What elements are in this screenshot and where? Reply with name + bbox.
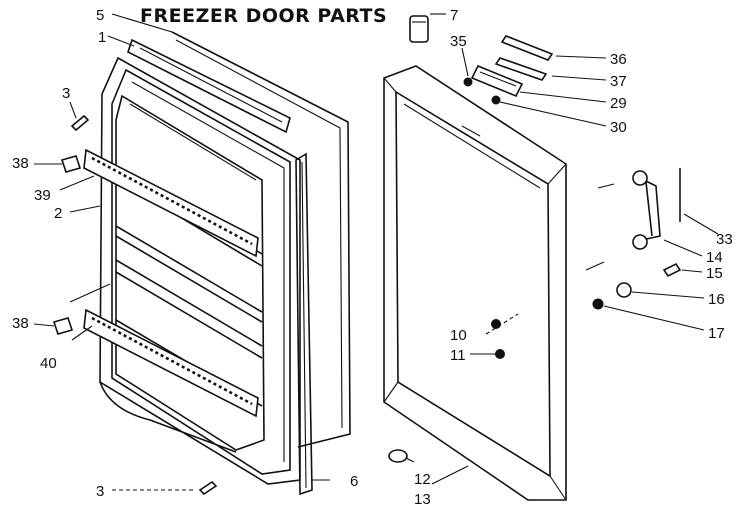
callout-7: 7 — [450, 7, 458, 24]
callout-16: 16 — [708, 291, 725, 308]
clip-part-38-upper — [60, 155, 82, 173]
strip-part-37 — [494, 57, 548, 81]
cap-part-7 — [409, 15, 429, 43]
callout-38-lower: 38 — [12, 315, 29, 332]
callout-5: 5 — [96, 7, 104, 24]
callout-30: 30 — [610, 119, 627, 136]
callout-35: 35 — [450, 33, 467, 50]
callout-17: 17 — [708, 325, 725, 342]
callout-39: 39 — [34, 187, 51, 204]
screw-part-3-upper — [70, 114, 90, 132]
bushing-part-16 — [616, 282, 632, 298]
callout-29: 29 — [610, 95, 627, 112]
callout-14: 14 — [706, 249, 723, 266]
outer-door-frame — [383, 65, 567, 501]
callout-37: 37 — [610, 73, 627, 90]
callout-1: 1 — [98, 29, 106, 46]
callout-33: 33 — [716, 231, 733, 248]
washer-part-17 — [592, 298, 604, 310]
screw-part-11 — [495, 349, 505, 359]
diagram-title: FREEZER DOOR PARTS — [140, 5, 387, 27]
callout-6: 6 — [350, 473, 358, 490]
screw-part-10 — [491, 319, 501, 329]
callout-13: 13 — [414, 491, 431, 508]
callout-2: 2 — [54, 205, 62, 222]
callout-40: 40 — [40, 355, 57, 372]
foot-part-12 — [388, 449, 408, 463]
clip-part-15 — [662, 262, 682, 278]
callout-11: 11 — [450, 347, 466, 364]
clip-part-38-lower — [52, 317, 74, 335]
callout-36: 36 — [610, 51, 627, 68]
leader-lines — [33, 13, 719, 491]
callout-10: 10 — [450, 327, 467, 344]
screw-part-35 — [463, 77, 473, 87]
callout-3-lower: 3 — [96, 483, 104, 500]
door-gasket — [295, 152, 313, 496]
callout-38-upper: 38 — [12, 155, 29, 172]
door-liner — [83, 31, 351, 485]
callout-12: 12 — [414, 471, 431, 488]
screw-part-3-lower — [198, 480, 218, 496]
callout-15: 15 — [706, 265, 723, 282]
callout-3-upper: 3 — [62, 85, 70, 102]
strip-part-36 — [500, 35, 554, 61]
handle-part-14 — [632, 170, 661, 250]
screw-part-30 — [491, 95, 501, 105]
